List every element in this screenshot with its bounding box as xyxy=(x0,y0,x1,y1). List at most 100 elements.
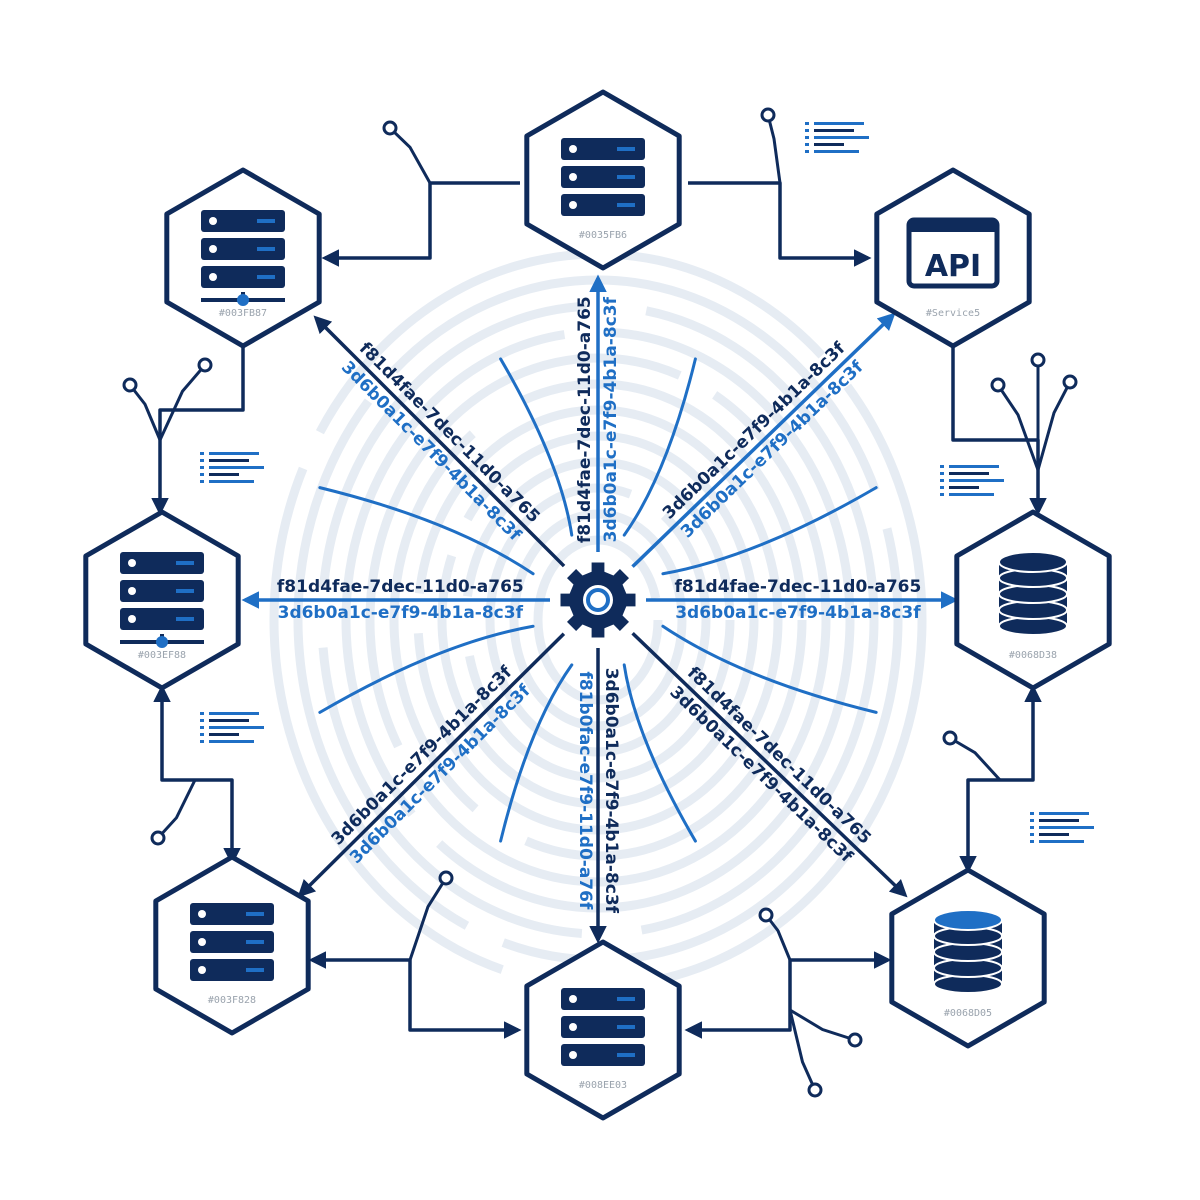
spoke-arrow[interactable] xyxy=(313,315,566,568)
list-bullet xyxy=(805,122,809,125)
list-bullet xyxy=(200,452,204,455)
fingerprint-ridge xyxy=(317,301,879,939)
decorative-ray xyxy=(661,624,878,714)
node-bottom-right[interactable]: #0068D05 xyxy=(889,867,1047,1049)
branch-line xyxy=(949,736,1002,782)
network-node xyxy=(156,636,168,648)
server-rack xyxy=(561,1044,645,1066)
connection-line xyxy=(308,951,522,1039)
server-rack xyxy=(190,959,274,981)
node-label: #0068D05 xyxy=(944,1008,992,1019)
list-bullet xyxy=(805,143,809,146)
gear-inner-ring xyxy=(586,588,610,612)
list-line xyxy=(209,466,264,469)
list-bullet xyxy=(200,740,204,743)
server-led xyxy=(209,273,217,281)
list-line xyxy=(209,480,254,483)
list-line xyxy=(209,733,239,736)
server-slot xyxy=(257,275,275,279)
list-bullet xyxy=(940,479,944,482)
list-line xyxy=(814,136,869,139)
connection-line xyxy=(153,684,241,866)
server-led xyxy=(569,201,577,209)
list-line xyxy=(209,452,259,455)
pin-node-icon xyxy=(942,730,958,746)
list-line xyxy=(814,129,854,132)
window-titlebar xyxy=(909,220,997,232)
connection-line xyxy=(151,345,245,516)
node-right[interactable]: #0068D38 xyxy=(954,509,1112,691)
pin-node-icon xyxy=(438,870,454,886)
server-slot xyxy=(617,997,635,1001)
server-slot xyxy=(246,912,264,916)
list-bullet xyxy=(200,480,204,483)
list-line xyxy=(209,740,254,743)
node-label: #0068D38 xyxy=(1009,650,1057,661)
server-rack xyxy=(561,194,645,216)
server-led xyxy=(128,587,136,595)
node-top-right[interactable]: API #Service5 xyxy=(874,167,1032,349)
list-icon xyxy=(1030,812,1094,843)
node-label: #Service5 xyxy=(926,308,980,319)
decorative-ray xyxy=(499,357,574,537)
server-slot xyxy=(617,175,635,179)
list-line xyxy=(949,479,1004,482)
server-led xyxy=(569,995,577,1003)
server-rack xyxy=(561,1016,645,1038)
server-icon xyxy=(561,138,645,216)
spoke-label: 3d6b0a1c-e7f9-4b1a-8c3f xyxy=(601,668,621,914)
list-bullet xyxy=(1030,826,1034,829)
server-rack xyxy=(561,988,645,1010)
branch-line xyxy=(408,877,448,961)
node-top[interactable]: #0035FB6 xyxy=(524,89,682,271)
spoke-arrow[interactable] xyxy=(297,632,566,898)
server-rack xyxy=(561,138,645,160)
list-icon xyxy=(200,452,264,483)
outer-connections xyxy=(122,107,1094,1098)
list-line xyxy=(949,493,994,496)
node-label: #003EF88 xyxy=(138,650,186,661)
spoke-label: f81d4fae-7dec-11d0-a765 xyxy=(575,296,595,543)
list-bullet xyxy=(805,150,809,153)
server-rack xyxy=(120,552,204,574)
server-rack xyxy=(120,580,204,602)
pin-node-icon xyxy=(807,1082,823,1098)
server-led xyxy=(209,245,217,253)
server-rack xyxy=(120,608,204,630)
branch-line xyxy=(996,384,1040,471)
decorative-ray xyxy=(318,624,535,714)
branch-line xyxy=(388,126,432,184)
server-network-icon xyxy=(201,210,285,306)
spoke-arrow[interactable] xyxy=(631,631,908,898)
server-slot xyxy=(257,219,275,223)
hub-gear-icon[interactable] xyxy=(552,554,644,646)
nodes: #0035FB6 #003FB87 API #Service5 #003EF88 #006… xyxy=(83,89,1112,1121)
node-left[interactable]: #003EF88 xyxy=(83,509,241,691)
server-slot xyxy=(176,589,194,593)
server-slot xyxy=(617,203,635,207)
list-line xyxy=(209,719,249,722)
node-bottom-left[interactable]: #003F828 xyxy=(153,854,311,1036)
list-line xyxy=(1039,812,1089,815)
server-led xyxy=(569,1051,577,1059)
list-line xyxy=(814,143,844,146)
list-bullet xyxy=(200,466,204,469)
list-line xyxy=(1039,826,1094,829)
list-line xyxy=(949,465,999,468)
network-node xyxy=(237,294,249,306)
server-slot xyxy=(617,1053,635,1057)
pin-node-icon xyxy=(760,107,776,123)
server-led xyxy=(569,1023,577,1031)
list-line xyxy=(1039,833,1069,836)
node-top-left[interactable]: #003FB87 xyxy=(164,167,322,349)
api-window-icon: API xyxy=(906,217,1000,289)
spoke-arrow[interactable] xyxy=(631,312,896,568)
node-bottom[interactable]: #008EE03 xyxy=(524,939,682,1121)
server-rack xyxy=(201,210,285,232)
list-icon xyxy=(200,712,264,743)
server-icon xyxy=(561,988,645,1066)
node-label: #003FB87 xyxy=(219,308,267,319)
node-label: #003F828 xyxy=(208,995,256,1006)
list-bullet xyxy=(940,493,944,496)
